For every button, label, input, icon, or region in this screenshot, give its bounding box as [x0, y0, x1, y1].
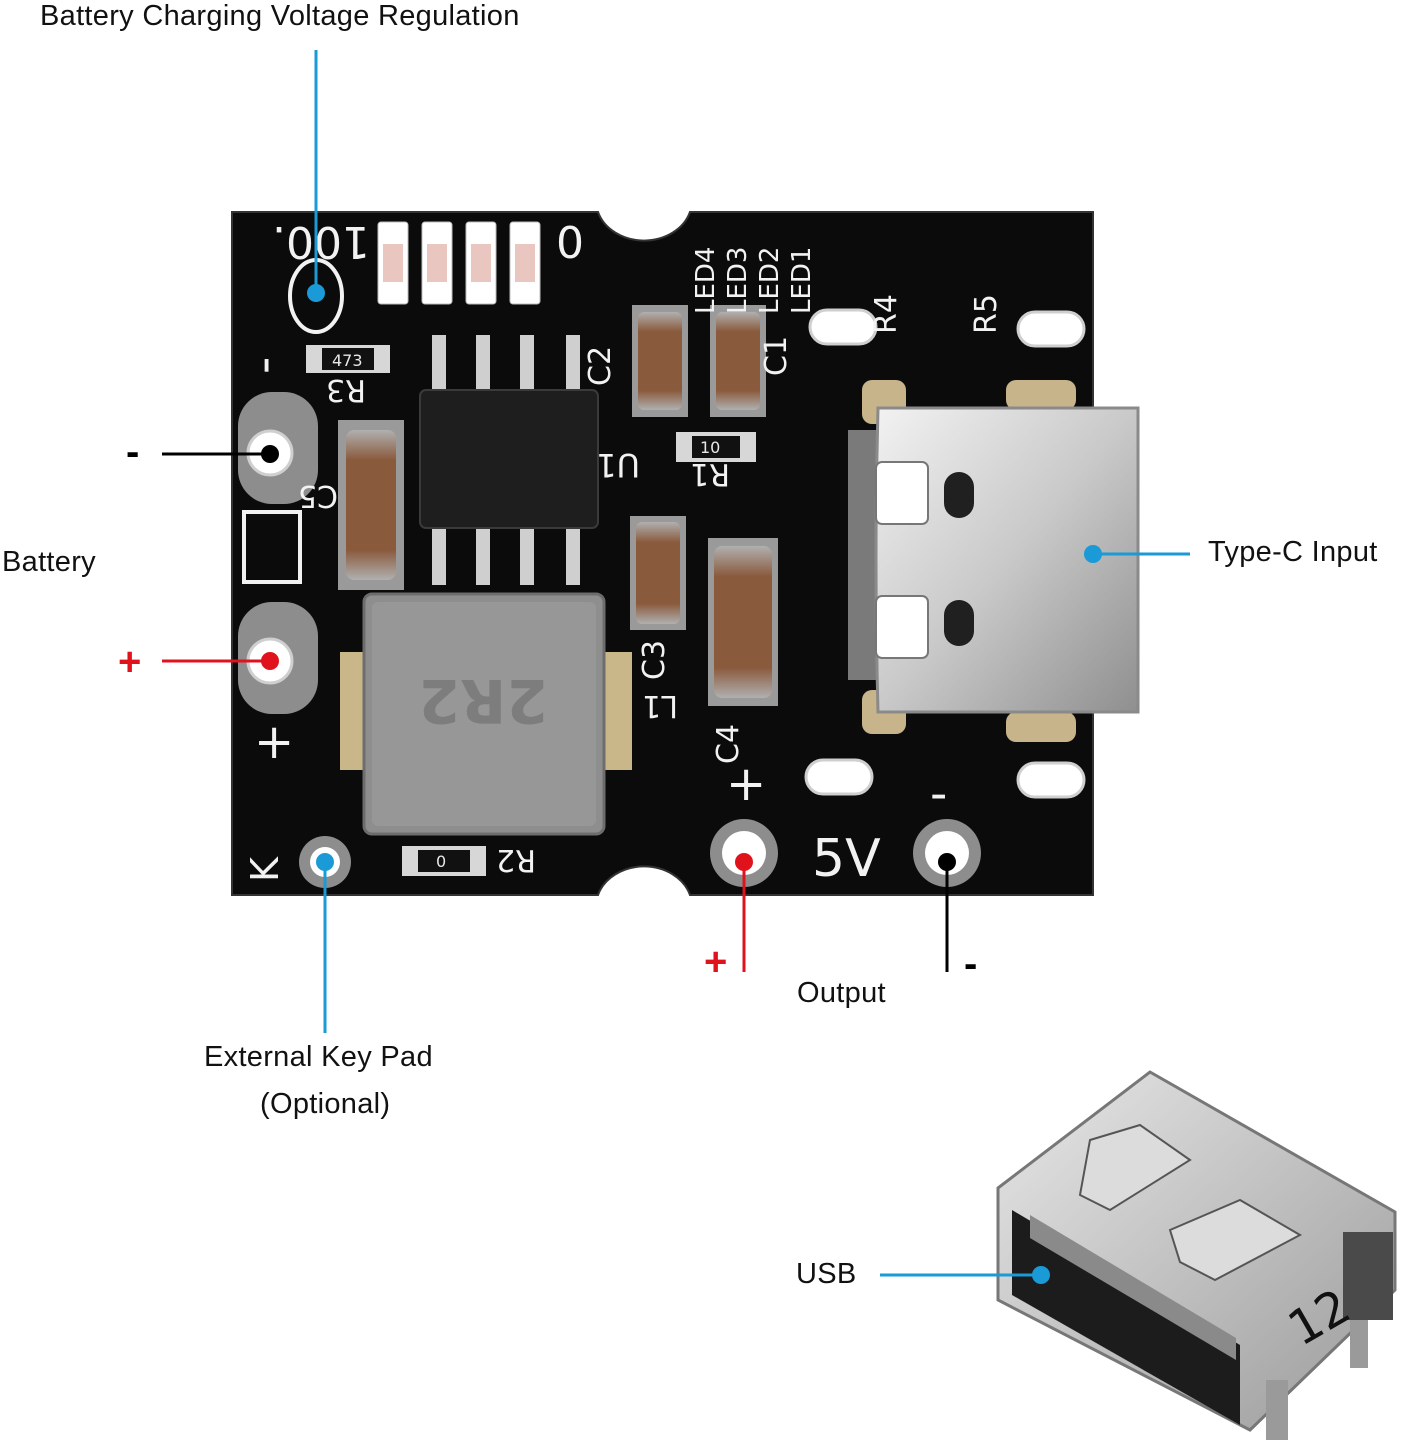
silk-c1: C1 [759, 336, 794, 376]
output-plus-marker-dot [735, 853, 753, 871]
silk-r1: R1 [690, 456, 730, 491]
external-key-pad-label: External Key Pad [204, 1041, 433, 1073]
output-minus-sign: - [964, 942, 978, 986]
silk-minus-output: - [930, 766, 947, 822]
resistor-r1-mark: 10 [700, 438, 720, 457]
silk-c3: C3 [637, 640, 672, 680]
silk-top-left: 100. [272, 216, 370, 267]
silk-r5: R5 [969, 294, 1004, 334]
status-leds [377, 221, 541, 305]
type-c-input-label: Type-C Input [1208, 536, 1378, 568]
type-c-connector [848, 380, 1140, 742]
key-pad-marker-dot [316, 853, 334, 871]
battery-minus-sign: - [126, 430, 140, 474]
resistor-r1 [676, 432, 756, 462]
mounting-slots [804, 308, 1086, 799]
silk-plus-battery: + [254, 714, 294, 770]
voltage-regulation-label: Battery Charging Voltage Regulation [40, 0, 520, 32]
leader-lines [162, 50, 1190, 1277]
resistor-r2-mark: 0 [436, 852, 446, 871]
output-plus-sign: + [704, 940, 728, 984]
silk-r2: R2 [496, 842, 536, 877]
silk-r3: R3 [326, 372, 366, 407]
silk-led4: LED4 [691, 247, 721, 314]
inductor-marking: 2R2 [418, 665, 548, 735]
output-label: Output [797, 977, 886, 1009]
silk-c5: C5 [298, 478, 338, 513]
battery-plus-sign: + [118, 640, 142, 684]
type-c-marker-dot [1084, 545, 1102, 563]
silk-led3: LED3 [723, 247, 753, 314]
inductor-l1 [340, 592, 632, 836]
silk-5v: 5V [812, 829, 881, 889]
output-pads [299, 819, 981, 888]
resistor-r3 [306, 345, 390, 373]
voltage-marker-dot [307, 284, 325, 302]
silk-l1: L1 [642, 688, 678, 723]
battery-plus-marker-dot [261, 652, 279, 670]
usb-a-connector [996, 1070, 1397, 1440]
silk-u1: U1 [596, 446, 640, 484]
silk-key: K [243, 856, 287, 882]
silk-minus-battery: - [236, 357, 292, 374]
silk-led2: LED2 [755, 247, 785, 314]
resistor-r2 [402, 846, 486, 876]
silkscreen: 100. 0 LED4 LED3 LED2 LED1 R1 R2 R3 R4 R… [236, 215, 1360, 1357]
silk-r4: R4 [869, 294, 904, 334]
marker-dots [261, 284, 1102, 1284]
silk-c2: C2 [583, 346, 618, 386]
silk-led1: LED1 [787, 247, 817, 314]
usb-label: USB [796, 1258, 857, 1290]
battery-minus-marker-dot [261, 445, 279, 463]
output-minus-marker-dot [938, 853, 956, 871]
capacitors [338, 305, 778, 706]
external-key-pad-optional-label: (Optional) [260, 1088, 391, 1120]
resistor-r3-mark: 473 [332, 351, 363, 370]
silk-top-right: 0 [556, 215, 584, 266]
chip-u1 [419, 335, 599, 585]
silk-plus-output: + [726, 756, 766, 812]
usb-marker-dot [1032, 1266, 1050, 1284]
silk-c4: C4 [711, 724, 746, 764]
battery-label: Battery [2, 546, 96, 578]
